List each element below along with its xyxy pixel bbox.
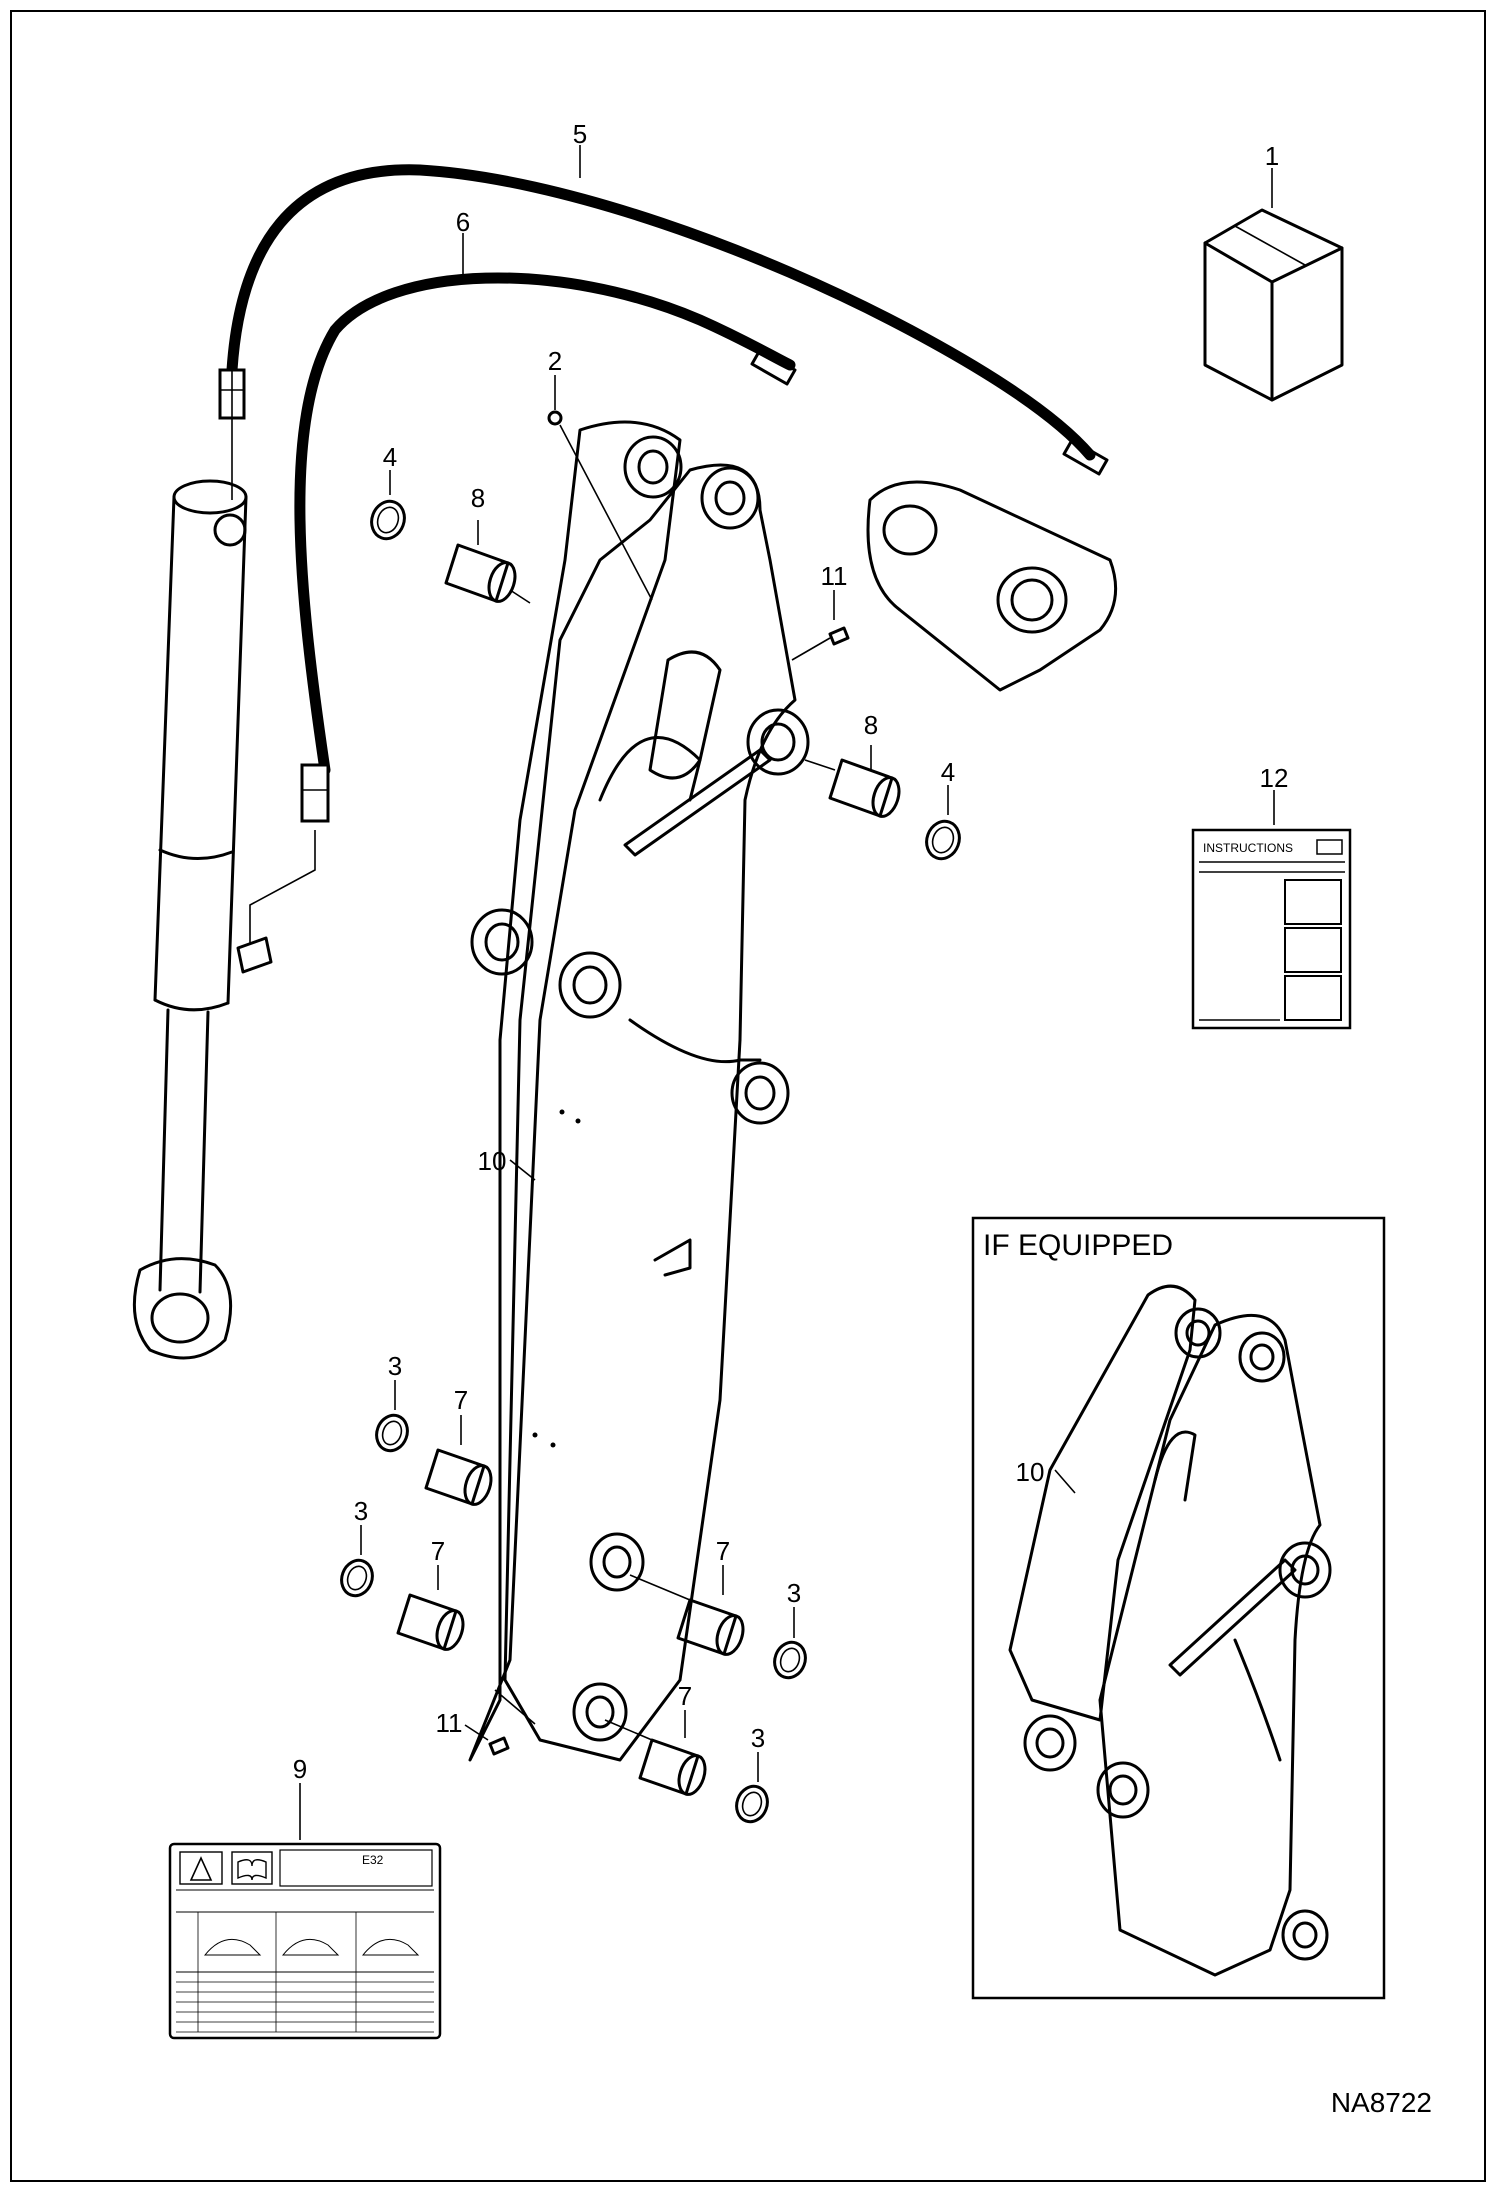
kit-box-1 (1203, 208, 1344, 402)
arm-assembly (468, 420, 810, 1762)
callout-4-right: 4 (941, 757, 955, 787)
callout-11-top: 11 (821, 561, 848, 591)
seal-4-right (925, 819, 961, 861)
bushing-8-right (804, 758, 901, 818)
bushing-8-left (444, 543, 531, 604)
callout-leaders (299, 145, 1275, 1840)
callout-3-b: 3 (354, 1496, 368, 1526)
callout-10-inset: 10 (1016, 1457, 1045, 1487)
callout-3-d: 3 (751, 1723, 765, 1753)
callout-8-right: 8 (864, 710, 878, 740)
callout-7-b: 7 (431, 1536, 445, 1566)
bushing-7-d (604, 1719, 707, 1796)
grease-fitting-11-bottom (488, 1736, 510, 1756)
callout-7-c: 7 (716, 1536, 730, 1566)
hydraulic-cylinder (132, 370, 316, 1360)
callout-8-left: 8 (471, 483, 485, 513)
callout-4-left: 4 (383, 442, 397, 472)
hose-6 (294, 272, 797, 823)
seal-3-d (735, 1784, 769, 1824)
grease-fitting-11-top (791, 626, 850, 661)
bushing-7-b (396, 1593, 465, 1651)
callout-1: 1 (1265, 141, 1279, 171)
load-chart-decal-9: E32 (168, 1842, 442, 2040)
callout-7-a: 7 (454, 1385, 468, 1415)
seal-3-a (375, 1413, 409, 1453)
callout-6: 6 (456, 207, 470, 237)
bushing-7-c (629, 1574, 745, 1656)
seal-4-left (370, 499, 406, 541)
callout-7-d: 7 (678, 1681, 692, 1711)
hose-5 (218, 164, 1109, 476)
document-code: NA8722 (1331, 2087, 1432, 2118)
decal-model-label: E32 (362, 1853, 384, 1867)
callout-5: 5 (573, 119, 587, 149)
callout-10: 10 (478, 1146, 507, 1176)
inset-if-equipped: IF EQUIPPED (971, 1216, 1386, 2000)
callout-12: 12 (1260, 763, 1289, 793)
bushing-7-a (424, 1448, 493, 1506)
seal-3-b (340, 1558, 374, 1598)
callout-2: 2 (548, 346, 562, 376)
boom-end (866, 480, 1118, 692)
callout-3-c: 3 (787, 1578, 801, 1608)
instructions-label: INSTRUCTIONS (1203, 841, 1293, 855)
pin-2 (547, 410, 653, 601)
seal-3-c (773, 1640, 807, 1680)
inset-title: IF EQUIPPED (983, 1229, 1173, 1262)
callout-labels: 1 5 6 2 4 8 11 8 4 12 10 3 7 3 7 7 3 7 3… (293, 119, 1289, 1784)
callout-9: 9 (293, 1754, 307, 1784)
callout-11-bottom: 11 (436, 1708, 463, 1738)
callout-3-a: 3 (388, 1351, 402, 1381)
instructions-sheet-12 (1191, 828, 1352, 1030)
